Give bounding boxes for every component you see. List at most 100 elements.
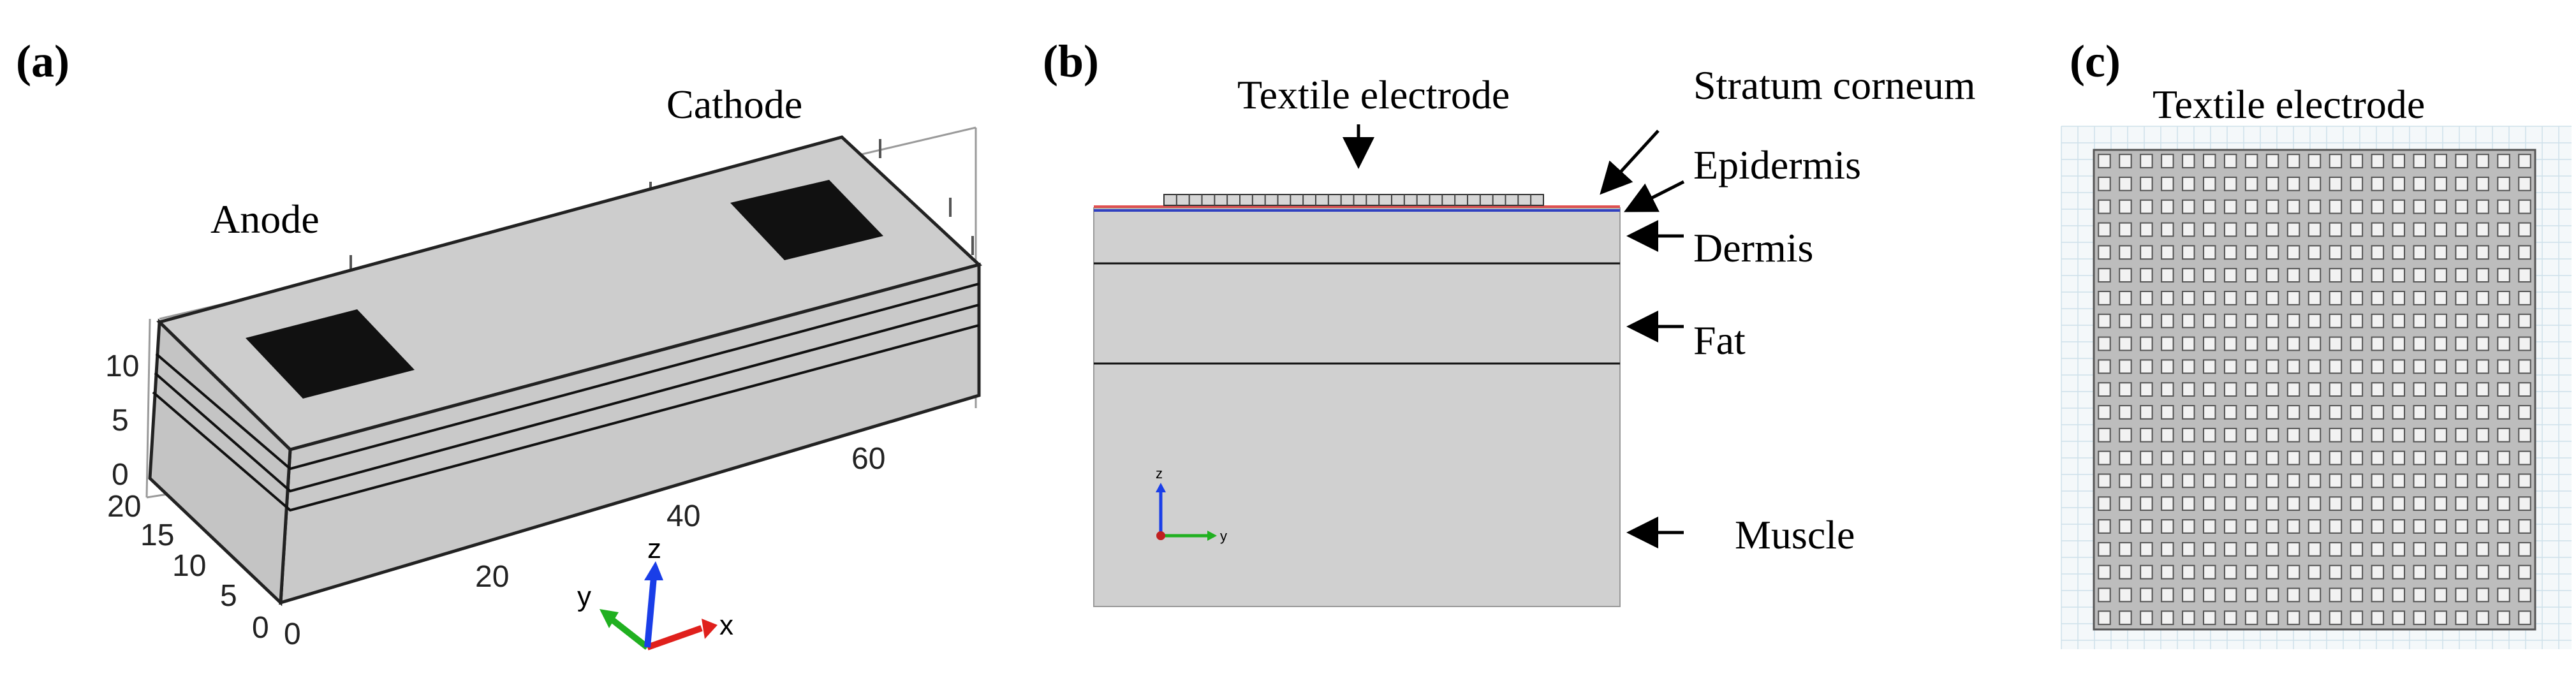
mesh-opening <box>2455 610 2468 626</box>
mesh-opening <box>2182 405 2195 420</box>
mesh-opening <box>2265 587 2279 603</box>
mesh-opening <box>2161 587 2174 603</box>
tissue-cross-section <box>1093 207 1621 607</box>
mesh-opening <box>2203 154 2216 168</box>
mesh-opening <box>2223 176 2237 191</box>
mesh-opening <box>2392 427 2406 443</box>
mesh-opening <box>2413 519 2426 534</box>
b-axis-z-label: z <box>1156 466 1163 481</box>
mesh-opening <box>2140 154 2153 168</box>
mesh-opening <box>2350 291 2364 305</box>
mesh-opening <box>2223 473 2237 489</box>
mesh-opening <box>2497 245 2510 260</box>
mesh-opening <box>2119 519 2132 534</box>
layer-lines <box>152 283 980 512</box>
mesh-opening <box>2286 405 2300 420</box>
mesh-opening <box>2203 176 2216 191</box>
mesh-opening <box>2265 427 2279 443</box>
mesh-opening <box>2329 176 2343 191</box>
mesh-opening <box>2265 268 2279 283</box>
mesh-opening <box>2455 176 2468 191</box>
mesh-opening <box>2119 268 2132 283</box>
mesh-opening <box>2371 610 2385 626</box>
mesh-opening <box>2497 336 2510 351</box>
mesh-opening <box>2244 564 2258 580</box>
mesh-opening <box>2203 587 2216 603</box>
mesh-opening <box>2161 245 2174 260</box>
mesh-opening <box>2265 473 2279 489</box>
mesh-opening <box>2392 336 2406 351</box>
mesh-opening <box>2140 610 2153 626</box>
mesh-opening <box>2392 313 2406 328</box>
y-tick: 0 <box>252 611 269 645</box>
mesh-opening <box>2244 587 2258 603</box>
mesh-opening <box>2244 245 2258 260</box>
mesh-opening <box>2182 313 2195 328</box>
mesh-opening <box>2307 587 2322 603</box>
mesh-opening <box>2140 336 2153 351</box>
mesh-opening <box>2329 427 2343 443</box>
cathode-electrode <box>730 180 883 260</box>
mesh-opening <box>2392 359 2406 374</box>
x-tick: 40 <box>666 499 700 533</box>
mesh-opening <box>2434 427 2447 443</box>
mesh-opening <box>2161 610 2174 626</box>
mesh-opening <box>2265 359 2279 374</box>
mesh-opening <box>2140 359 2153 374</box>
mesh-opening <box>2307 450 2322 466</box>
mesh-opening <box>2518 245 2531 260</box>
mesh-opening <box>2413 359 2426 374</box>
mesh-opening <box>2203 222 2216 237</box>
mesh-opening <box>2161 427 2174 443</box>
y-tick: 15 <box>140 518 174 552</box>
mesh-opening <box>2098 199 2111 214</box>
mesh-opening <box>2413 176 2426 191</box>
mesh-opening <box>2265 291 2279 305</box>
mesh-opening <box>2434 176 2447 191</box>
mesh-opening <box>2476 496 2489 511</box>
mesh-opening <box>2434 359 2447 374</box>
y-tick: 5 <box>220 579 237 613</box>
mesh-opening <box>2307 496 2322 511</box>
epidermis-arrow <box>1624 180 1685 212</box>
mesh-opening <box>2119 245 2132 260</box>
dermis-label: Dermis <box>1693 225 1813 270</box>
tissue-side-face <box>148 318 292 606</box>
mesh-opening <box>2244 427 2258 443</box>
cathode-label: Cathode <box>666 82 802 127</box>
mesh-opening <box>2392 245 2406 260</box>
z-tick: 0 <box>112 458 129 492</box>
mesh-opening <box>2329 519 2343 534</box>
mesh-opening <box>2476 382 2489 397</box>
mesh-opening <box>2223 496 2237 511</box>
mesh-opening <box>2497 427 2510 443</box>
fat-label: Fat <box>1693 318 1746 363</box>
mesh-opening <box>2182 336 2195 351</box>
mesh-opening <box>2203 473 2216 489</box>
mesh-opening <box>2286 245 2300 260</box>
mesh-opening <box>2413 222 2426 237</box>
mesh-opening <box>2307 473 2322 489</box>
mesh-opening <box>2350 427 2364 443</box>
mesh-opening <box>2161 222 2174 237</box>
mesh-opening <box>2350 359 2364 374</box>
mesh-opening <box>2203 405 2216 420</box>
mesh-opening <box>2371 199 2385 214</box>
mesh-opening <box>2518 176 2531 191</box>
mesh-opening <box>2244 222 2258 237</box>
mesh-opening <box>2244 496 2258 511</box>
mesh-opening <box>2161 519 2174 534</box>
mesh-opening <box>2265 519 2279 534</box>
mesh-opening <box>2371 382 2385 397</box>
mesh-opening <box>2223 541 2237 557</box>
mesh-opening <box>2119 176 2132 191</box>
mesh-opening <box>2286 541 2300 557</box>
mesh-opening <box>2476 473 2489 489</box>
mesh-opening <box>2223 268 2237 283</box>
mesh-opening <box>2203 313 2216 328</box>
mesh-opening <box>2182 245 2195 260</box>
mesh-opening <box>2244 473 2258 489</box>
mesh-opening <box>2434 222 2447 237</box>
a-axis-z-label: z <box>647 533 661 564</box>
mesh-opening <box>2455 199 2468 214</box>
